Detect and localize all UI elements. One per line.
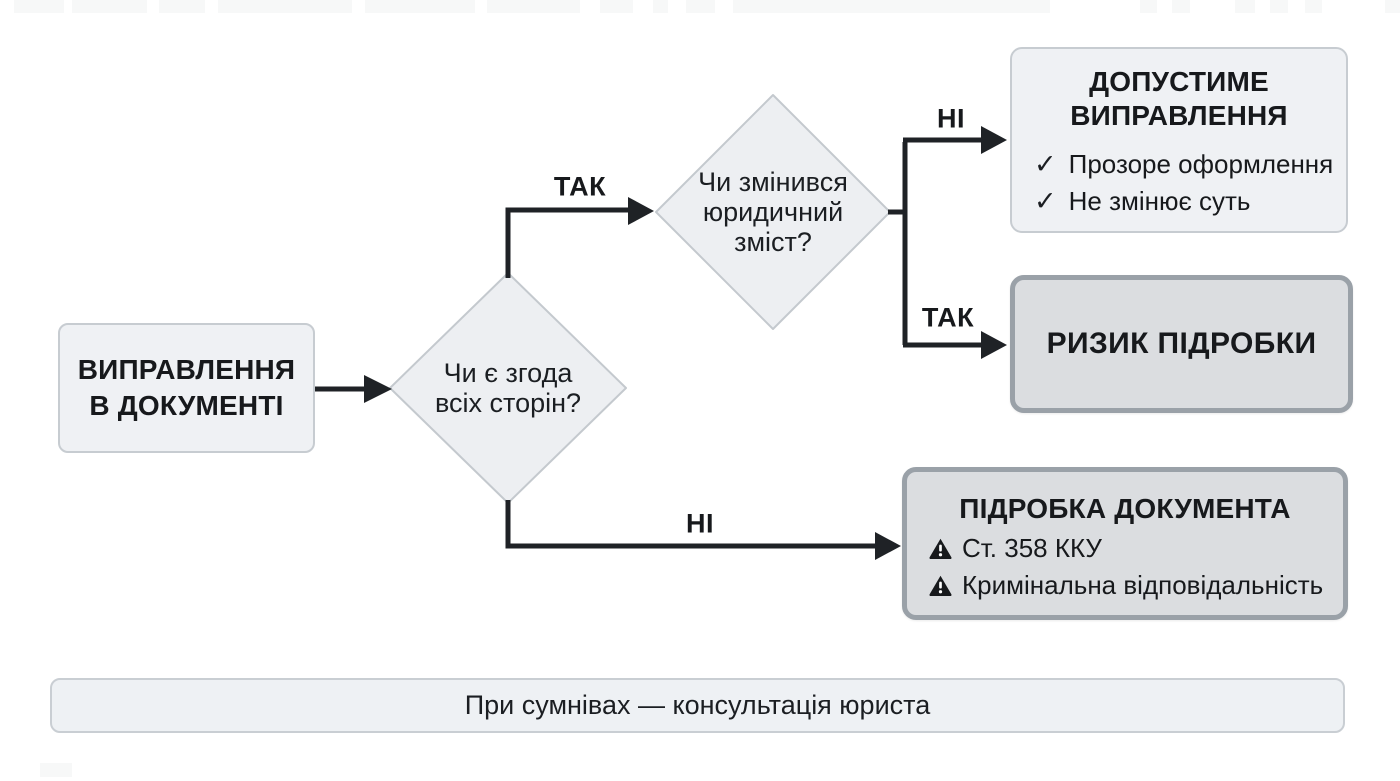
check-icon: ✓ — [1034, 149, 1057, 179]
decision2-line3: зміст? — [734, 227, 812, 257]
edge-artifact — [365, 0, 475, 13]
arrowhead — [981, 331, 1007, 359]
edge-artifact — [1305, 0, 1322, 13]
edge-artifact — [159, 0, 205, 13]
edge-artifact — [1235, 0, 1255, 13]
decision2-label: Чи змінився юридичний зміст? — [663, 128, 883, 296]
forgery-item: Ст. 358 ККУ — [929, 530, 1343, 567]
connector-decision1-decision2 — [505, 207, 630, 278]
allowed-item-text: Не змінює суть — [1068, 186, 1251, 216]
allowed-item: ✓ Не змінює суть — [1034, 183, 1346, 220]
edge-artifact — [1385, 0, 1400, 13]
warning-icon — [929, 538, 952, 559]
start-label-line2: В ДОКУМЕНТІ — [89, 390, 284, 421]
arrowhead — [875, 532, 901, 560]
edge-label-ni-bottom: НІ — [686, 508, 714, 539]
start-node: ВИПРАВЛЕННЯ В ДОКУМЕНТІ — [58, 323, 315, 453]
forgery-item: Кримінальна відповідальність — [929, 567, 1343, 604]
edge-artifact — [14, 0, 64, 13]
start-node-label: ВИПРАВЛЕННЯ В ДОКУМЕНТІ — [78, 352, 296, 424]
edge-artifact — [600, 0, 633, 13]
decision1-diamond — [389, 272, 627, 504]
decision1-line2: всіх сторін? — [434, 388, 582, 418]
edge-artifact — [1140, 0, 1157, 13]
allowed-node: ДОПУСТИМЕ ВИПРАВЛЕННЯ ✓ Прозоре оформлен… — [1010, 47, 1348, 233]
allowed-item: ✓ Прозоре оформлення — [1034, 146, 1346, 183]
edge-label-ni-top: НІ — [937, 103, 965, 134]
edge-artifact — [218, 0, 352, 13]
forgery-node: ПІДРОБКА ДОКУМЕНТА Ст. 358 ККУ Криміналь… — [902, 467, 1348, 620]
edge-artifact — [1172, 0, 1190, 13]
start-label-line1: ВИПРАВЛЕННЯ — [77, 354, 296, 385]
check-icon: ✓ — [1034, 186, 1057, 216]
decision1-label: Чи є згода всіх сторін? — [398, 300, 618, 476]
risk-title: РИЗИК ПІДРОБКИ — [1046, 327, 1317, 360]
edge-label-tak-top: ТАК — [553, 171, 607, 202]
edge-label-tak-bottom: ТАК — [921, 302, 975, 333]
decision2-line2: юридичний — [702, 197, 844, 227]
decision2-line1: Чи змінився — [698, 167, 848, 197]
arrowhead — [628, 197, 654, 225]
arrowhead — [364, 375, 392, 403]
edge-artifact — [733, 0, 1050, 13]
edge-artifact — [686, 0, 715, 13]
footer-note-text: При сумнівах — консультація юриста — [464, 690, 931, 720]
allowed-title-line2: ВИПРАВЛЕННЯ — [1070, 100, 1288, 131]
allowed-title-line1: ДОПУСТИМЕ — [1089, 66, 1269, 97]
risk-node: РИЗИК ПІДРОБКИ — [1010, 275, 1353, 413]
footer-note-bar: При сумнівах — консультація юриста — [50, 678, 1345, 733]
decision1-line1: Чи є згода — [443, 358, 573, 388]
allowed-title: ДОПУСТИМЕ ВИПРАВЛЕННЯ — [1012, 65, 1346, 133]
edge-artifact — [40, 763, 72, 777]
edge-artifact — [72, 0, 147, 13]
forgery-item-text: Ст. 358 ККУ — [962, 533, 1102, 563]
edge-artifact — [487, 0, 580, 13]
allowed-item-text: Прозоре оформлення — [1068, 149, 1334, 179]
warning-icon — [929, 575, 952, 596]
connector-decision2-branch — [888, 142, 908, 345]
edge-artifact — [1270, 0, 1288, 13]
connector-decision1-forgery — [505, 500, 878, 549]
edge-artifact — [653, 0, 668, 13]
forgery-title: ПІДРОБКА ДОКУМЕНТА — [959, 493, 1291, 524]
forgery-item-text: Кримінальна відповідальність — [962, 570, 1324, 600]
arrowhead — [981, 126, 1007, 154]
